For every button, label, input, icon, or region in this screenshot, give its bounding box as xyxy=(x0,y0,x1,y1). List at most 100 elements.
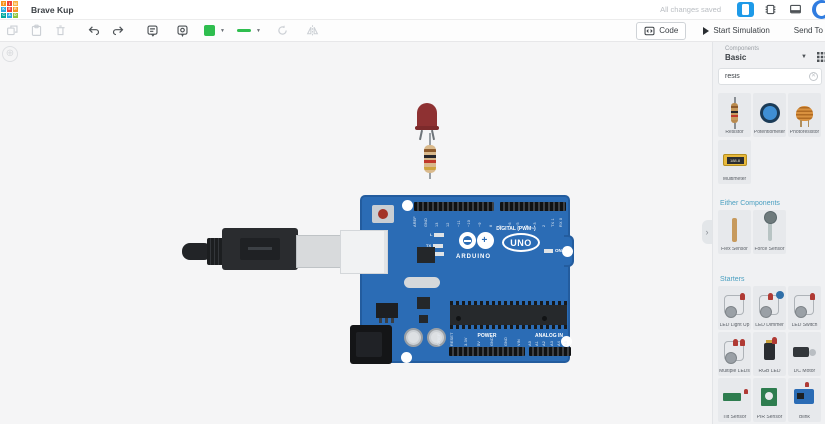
schematic-view-button[interactable] xyxy=(762,2,779,17)
component-tile-potentiometer[interactable]: Potentiometer xyxy=(753,93,786,137)
design-title[interactable]: Brave Kup xyxy=(31,4,74,15)
sidebar-collapse-toggle[interactable]: › xyxy=(702,220,712,244)
wire-style-dropdown[interactable] xyxy=(236,29,251,32)
copy-icon[interactable] xyxy=(2,22,22,40)
toolbar: ▼ ▼ Code Start Simulation Send To xyxy=(0,20,825,42)
category-caret-icon[interactable]: ▼ xyxy=(801,54,807,60)
start-simulation-button[interactable]: Start Simulation xyxy=(696,23,776,38)
blink-icon xyxy=(792,382,818,411)
force-sensor-icon xyxy=(764,211,777,241)
on-label: ON xyxy=(555,248,562,253)
wire-caret-icon[interactable]: ▼ xyxy=(255,27,261,34)
dc-motor-icon xyxy=(792,339,818,365)
component-tile-flex-sensor[interactable]: Flex Sensor xyxy=(718,210,751,254)
rgb-led-icon xyxy=(757,337,783,365)
tilt-sensor-icon xyxy=(722,385,748,411)
starter-tile-blink[interactable]: Blink xyxy=(788,378,821,422)
photoresistor-icon xyxy=(796,105,813,127)
chip-icon xyxy=(764,3,777,16)
reset-button[interactable] xyxy=(372,205,394,223)
delete-icon[interactable] xyxy=(50,22,70,40)
zoom-to-fit-button[interactable]: ⊕ xyxy=(2,46,18,62)
component-search-input[interactable] xyxy=(718,68,822,85)
component-tile-multimeter[interactable]: Multimeter xyxy=(718,140,751,184)
starter-tile-led-switch[interactable]: LED Switch xyxy=(788,286,821,330)
pir-sensor-icon xyxy=(757,385,783,411)
annotation-visibility-icon[interactable] xyxy=(172,22,192,40)
components-category-dropdown[interactable]: Components Basic xyxy=(725,46,760,62)
mounting-hole xyxy=(401,352,412,363)
undo-icon[interactable] xyxy=(84,22,104,40)
uno-model-badge: UNO xyxy=(502,233,540,252)
circuit-canvas[interactable]: ⊕ xyxy=(0,42,712,424)
breadboard-view-button[interactable] xyxy=(737,2,754,17)
component-tile-resistor[interactable]: Resistor xyxy=(718,93,751,137)
power-pin-header[interactable] xyxy=(449,347,525,356)
digital-pin-header-right[interactable] xyxy=(500,202,566,211)
ic-chip xyxy=(417,297,430,309)
resistor-icon xyxy=(731,97,738,129)
digital-label: DIGITAL (PWM~) xyxy=(496,226,536,232)
analog-pin-header[interactable] xyxy=(529,347,571,356)
led-cathode-leg[interactable] xyxy=(430,129,436,141)
monitor-icon xyxy=(789,3,802,16)
user-avatar[interactable] xyxy=(812,0,825,19)
starter-tile-pir-sensor[interactable]: PIR Sensor xyxy=(753,378,786,422)
led-anode-leg[interactable] xyxy=(418,129,424,141)
annotation-notes-icon[interactable] xyxy=(142,22,162,40)
led-l-indicator: L xyxy=(430,232,445,237)
multimeter-icon xyxy=(722,154,747,166)
starter-tile-led-light-up[interactable]: LED Light Up xyxy=(718,286,751,330)
rotate-icon[interactable] xyxy=(273,22,293,40)
voltage-regulator xyxy=(376,303,398,323)
send-to-button[interactable]: Send To xyxy=(793,26,823,35)
section-title: Starters xyxy=(720,276,745,283)
starter-tile-rgb-led[interactable]: RGB LED xyxy=(753,332,786,376)
led-tx-indicator: TX xyxy=(426,243,444,248)
paste-icon[interactable] xyxy=(26,22,46,40)
save-status: All changes saved xyxy=(660,5,721,14)
flip-icon[interactable] xyxy=(303,22,323,40)
starter-tile-led-dimmer[interactable]: LED Dimmer xyxy=(753,286,786,330)
digital-pin-header-left[interactable] xyxy=(414,202,494,211)
flex-sensor-icon xyxy=(732,218,737,242)
ic-chip xyxy=(419,315,428,323)
led-body[interactable] xyxy=(417,103,437,130)
grid-view-icon[interactable] xyxy=(817,49,825,62)
resistor-body[interactable] xyxy=(424,145,436,173)
on-led xyxy=(544,249,553,253)
component-tile-force-sensor[interactable]: Force Sensor xyxy=(753,210,786,254)
starter-tile-dc-motor[interactable]: DC Motor xyxy=(788,332,821,376)
color-swatch-dropdown[interactable] xyxy=(204,25,215,36)
arduino-brand: ARDUINO xyxy=(456,254,491,260)
breadboard-icon xyxy=(742,4,749,15)
color-caret-icon[interactable]: ▼ xyxy=(220,27,225,34)
usb-connector[interactable] xyxy=(222,228,298,270)
component-tile-photoresistor[interactable]: Photoresistor xyxy=(788,93,821,137)
section-title: Either Components xyxy=(720,200,780,207)
component-list-view-button[interactable] xyxy=(787,2,804,17)
capacitor xyxy=(427,328,446,347)
power-jack[interactable] xyxy=(350,325,392,364)
clear-search-icon[interactable]: ✕ xyxy=(809,72,818,81)
led-light-up-icon xyxy=(722,293,748,319)
power-label: POWER xyxy=(477,333,497,339)
multiple-leds-icon xyxy=(722,339,748,365)
atmega-microcontroller[interactable] xyxy=(450,301,567,329)
usb-plug-metal xyxy=(296,235,346,268)
starter-tile-multiple-leds[interactable]: Multiple LEDs xyxy=(718,332,751,376)
led-dimmer-icon xyxy=(757,291,784,319)
arduino-usb-socket[interactable] xyxy=(340,230,388,274)
code-button[interactable]: Code xyxy=(636,21,687,40)
redo-icon[interactable] xyxy=(108,22,128,40)
mounting-hole xyxy=(561,336,572,347)
starter-tile-tilt-sensor[interactable]: Tilt Sensor xyxy=(718,378,751,422)
ic-chip xyxy=(417,247,435,263)
